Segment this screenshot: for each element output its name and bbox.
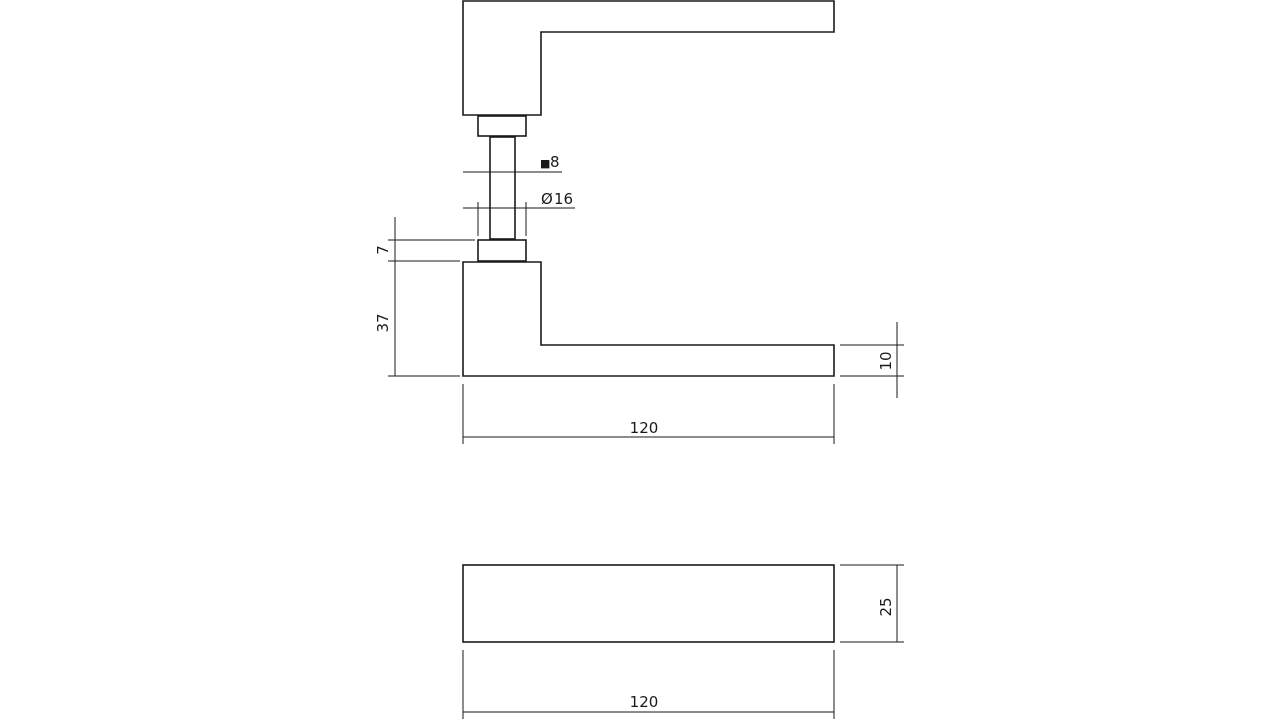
front-length-label: 120 [630,419,659,437]
lever-top-outline [462,564,835,643]
lower-lever [462,261,835,377]
top-view: 25 120 [462,564,904,719]
lever-thickness-label: 10 [877,351,895,370]
spindle-square-label: 8 [550,153,560,171]
lever-height-label: 37 [374,313,392,332]
top-length-dimension: 120 [462,650,835,719]
lever-thickness-dimension: 10 [840,322,904,398]
upper-rose [477,115,527,137]
spindle-diameter-symbol: Ø [541,190,553,208]
front-view: ■ 8 Ø 16 7 37 10 [374,0,904,444]
front-length-dimension: 120 [462,384,835,444]
lever-width-dimension: 25 [840,564,904,643]
top-length-label: 120 [630,693,659,711]
spindle-square-dimension: ■ 8 [463,153,562,173]
spindle-square-symbol: ■ [540,157,550,170]
lower-rose [477,239,527,262]
vertical-left-dimensions: 7 37 [374,217,475,377]
spindle-diameter-label: 16 [554,190,573,208]
lever-width-label: 25 [877,597,895,616]
upper-lever [462,0,835,116]
spindle [489,136,516,240]
rose-height-label: 7 [374,245,392,255]
spindle-diameter-dimension: Ø 16 [463,190,575,236]
